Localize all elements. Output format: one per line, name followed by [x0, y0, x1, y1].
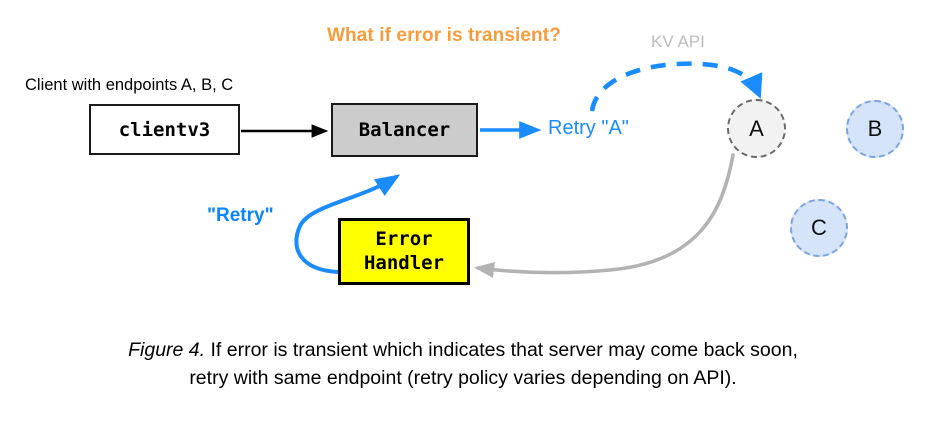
heading-what-if-error-is-transient: What if error is transient? — [327, 25, 561, 46]
endpoint-node-a: A — [727, 99, 786, 158]
kv-api-label: KV API — [651, 32, 705, 51]
error-handler-box: Error Handler — [338, 218, 470, 285]
connector-node-a-to-error-handler — [473, 153, 735, 279]
figure-caption: Figure 4. If error is transient which in… — [0, 336, 926, 393]
connector-error-handler-to-balancer — [294, 174, 401, 274]
endpoint-node-c: C — [790, 199, 848, 257]
retry-a-label: Retry "A" — [548, 117, 629, 139]
endpoint-node-b: B — [846, 100, 904, 158]
caption-line-1: If error is transient which indicates th… — [205, 339, 798, 361]
clientv3-box: clientv3 — [89, 104, 240, 155]
error-handler-line2: Handler — [363, 251, 445, 274]
figure-number: Figure 4. — [128, 339, 206, 361]
connector-retry-dashed-to-node-a — [589, 61, 763, 112]
caption-line-2: retry with same endpoint (retry policy v… — [189, 367, 737, 390]
client-endpoints-label: Client with endpoints A, B, C — [25, 76, 234, 94]
retry-quoted-label: "Retry" — [207, 205, 274, 226]
balancer-box: Balancer — [331, 103, 478, 157]
error-handler-line1: Error — [375, 228, 433, 251]
